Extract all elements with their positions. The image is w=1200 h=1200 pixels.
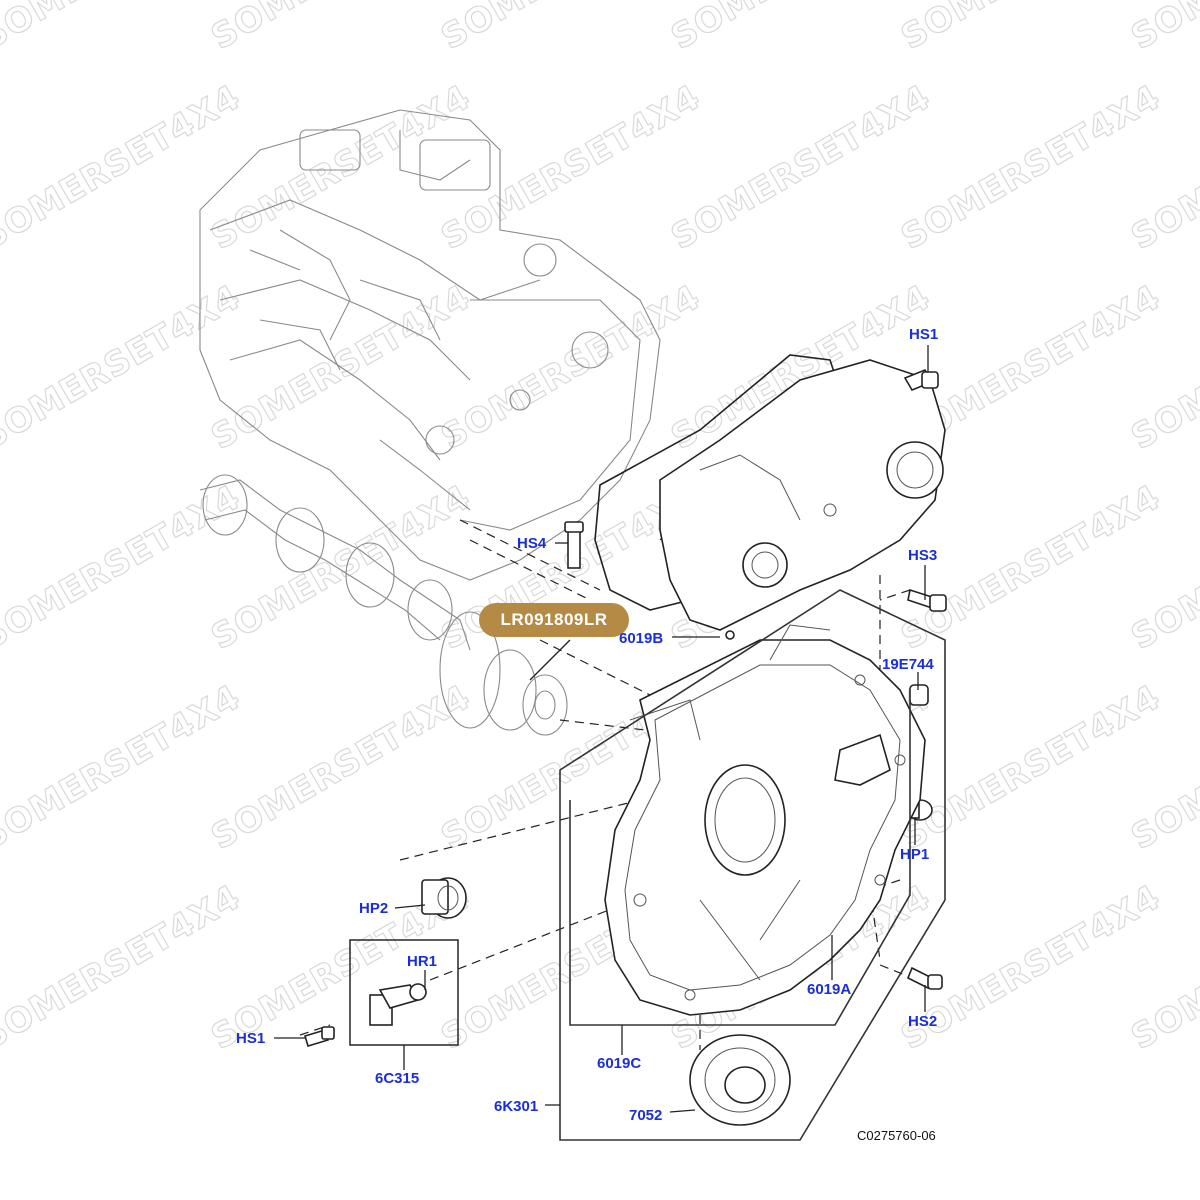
callout-6019c: 6019C bbox=[597, 1055, 642, 1072]
dowel-19e744 bbox=[909, 684, 929, 706]
timing-cover-gasket bbox=[594, 354, 946, 640]
drawing-reference: C0275760-06 bbox=[857, 1128, 936, 1143]
front-timing-cover bbox=[604, 624, 926, 1016]
callout-hs4: HS4 bbox=[517, 535, 547, 552]
callout-hs1-bottom: HS1 bbox=[236, 1030, 266, 1047]
engine-block-drawing bbox=[199, 109, 661, 736]
callout-hp1: HP1 bbox=[900, 846, 930, 863]
watermark-logo: SOMERSET4X4 bbox=[665, 0, 938, 58]
watermark-logo: SOMERSET4X4 bbox=[435, 277, 708, 458]
leader-lines bbox=[274, 345, 929, 1113]
watermark-layer: SOMERSET4X4SOMERSET4X4SOMERSET4X4SOMERSE… bbox=[0, 0, 1200, 1058]
kit-outline-6019c bbox=[569, 700, 911, 1026]
watermark-logo: SOMERSET4X4 bbox=[435, 0, 708, 58]
watermark-logo: SOMERSET4X4 bbox=[205, 0, 478, 58]
watermark-logo: SOMERSET4X4 bbox=[205, 77, 478, 258]
watermark-logo: SOMERSET4X4 bbox=[435, 77, 708, 258]
watermark-logo: SOMERSET4X4 bbox=[1125, 0, 1200, 58]
watermark-logo: SOMERSET4X4 bbox=[205, 477, 478, 658]
callout-hs3: HS3 bbox=[908, 547, 938, 564]
kit-outline-6k301 bbox=[559, 589, 946, 1141]
callout-6019a: 6019A bbox=[807, 981, 852, 998]
plug-hp2 bbox=[421, 877, 467, 919]
callout-19e744: 19E744 bbox=[882, 656, 934, 673]
callout-6c315: 6C315 bbox=[375, 1070, 420, 1087]
callout-hr1: HR1 bbox=[407, 953, 438, 970]
sensor-6c315-group bbox=[304, 939, 459, 1047]
callout-6k301: 6K301 bbox=[494, 1098, 539, 1115]
watermark-logo: SOMERSET4X4 bbox=[895, 477, 1168, 658]
bolt-hs4 bbox=[564, 521, 584, 569]
callout-hs2: HS2 bbox=[908, 1013, 938, 1030]
watermark-logo: SOMERSET4X4 bbox=[205, 677, 478, 858]
callout-6019b: 6019B bbox=[619, 630, 664, 647]
bolt-hs2 bbox=[906, 966, 943, 990]
callout-7052: 7052 bbox=[629, 1107, 663, 1124]
oil-seal-7052 bbox=[689, 1034, 791, 1126]
watermark-logo: SOMERSET4X4 bbox=[895, 77, 1168, 258]
part-number-badge: LR091809LR bbox=[479, 603, 629, 637]
watermark-logo: SOMERSET4X4 bbox=[895, 0, 1168, 58]
watermark-logo: SOMERSET4X4 bbox=[665, 77, 938, 258]
watermark-logo: SOMERSET4X4 bbox=[895, 677, 1168, 858]
watermark-logo: SOMERSET4X4 bbox=[895, 877, 1168, 1058]
bolt-hs3 bbox=[907, 588, 947, 612]
callout-hp2: HP2 bbox=[359, 900, 389, 917]
callout-hs1-top: HS1 bbox=[909, 326, 939, 343]
bolt-hs1-top bbox=[903, 369, 939, 391]
